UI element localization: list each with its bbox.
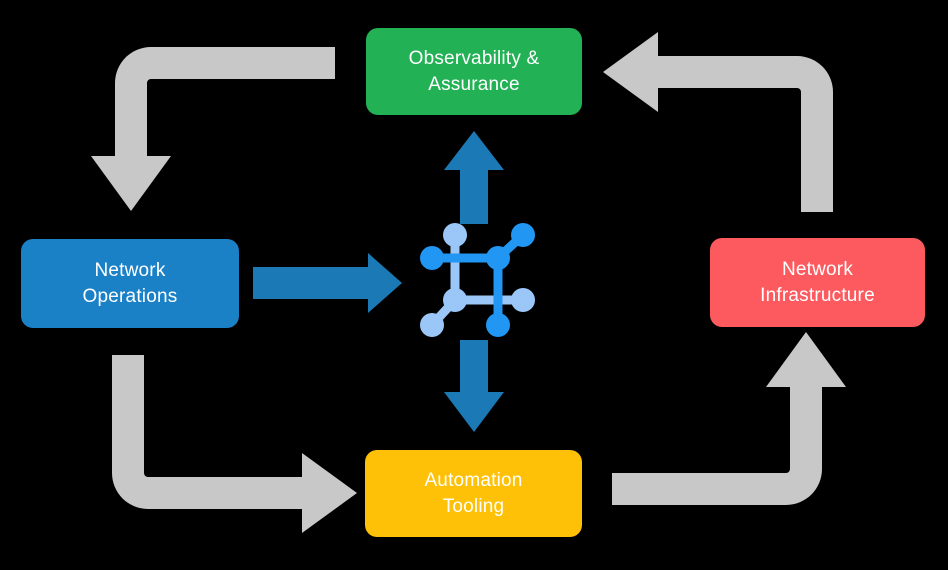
connector-observability-to-operations (91, 47, 335, 211)
node-label-automation-tooling: Automation Tooling (424, 470, 523, 517)
connector-center-to-automation (444, 340, 504, 432)
node-network-infrastructure[interactable]: Network Infrastructure (710, 238, 925, 327)
topology-nodes-primary (420, 223, 535, 337)
node-label-network-infrastructure: Network Infrastructure (760, 259, 875, 306)
topology-nodes-secondary (420, 223, 535, 337)
connector-operations-to-center (253, 253, 402, 313)
node-network-operations[interactable]: Network Operations (21, 239, 239, 328)
connector-automation-to-infrastructure (612, 332, 846, 505)
node-label-network-operations: Network Operations (82, 260, 178, 307)
node-observability-assurance[interactable]: Observability & Assurance (366, 28, 582, 115)
connector-center-to-observability (444, 131, 504, 224)
connector-infrastructure-to-observability (603, 32, 833, 212)
node-automation-tooling[interactable]: Automation Tooling (365, 450, 582, 537)
node-label-observability: Observability & Assurance (408, 48, 540, 95)
network-topology-icon (420, 223, 535, 337)
connector-operations-to-automation (112, 355, 357, 533)
